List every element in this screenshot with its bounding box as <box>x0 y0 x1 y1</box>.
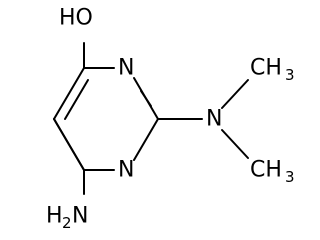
amino-subscript: 2 <box>62 214 72 232</box>
methyl-top-label: CH <box>250 56 282 81</box>
amino-hydrogen-label: H <box>46 204 63 229</box>
bonds <box>53 42 249 195</box>
bond-c4-ring-inner <box>53 118 85 171</box>
amino-nitrogen-label: N <box>72 204 88 229</box>
molecule-diagram: HO N N N CH 3 CH 3 H 2 N <box>46 6 295 233</box>
hydroxyl-label: HO <box>59 6 93 31</box>
methyl-bottom-label: CH <box>250 158 282 183</box>
bond-c5-c4-inner <box>64 79 89 120</box>
ring-nitrogen-top-label: N <box>118 56 134 81</box>
bond-c2-n1 <box>133 118 159 161</box>
bond-n3-c2-inner <box>140 90 152 107</box>
bond-n-ch3-bottom <box>221 129 249 159</box>
methyl-top-subscript: 3 <box>285 66 295 84</box>
dimethylamino-nitrogen-label: N <box>206 107 222 132</box>
atom-labels: HO N N N CH 3 CH 3 H 2 N <box>46 6 295 233</box>
methyl-bottom-subscript: 3 <box>285 168 295 186</box>
bond-n-ch3-top <box>221 79 249 109</box>
ring-nitrogen-bottom-label: N <box>118 158 134 183</box>
bond-c5-c4 <box>53 67 85 120</box>
